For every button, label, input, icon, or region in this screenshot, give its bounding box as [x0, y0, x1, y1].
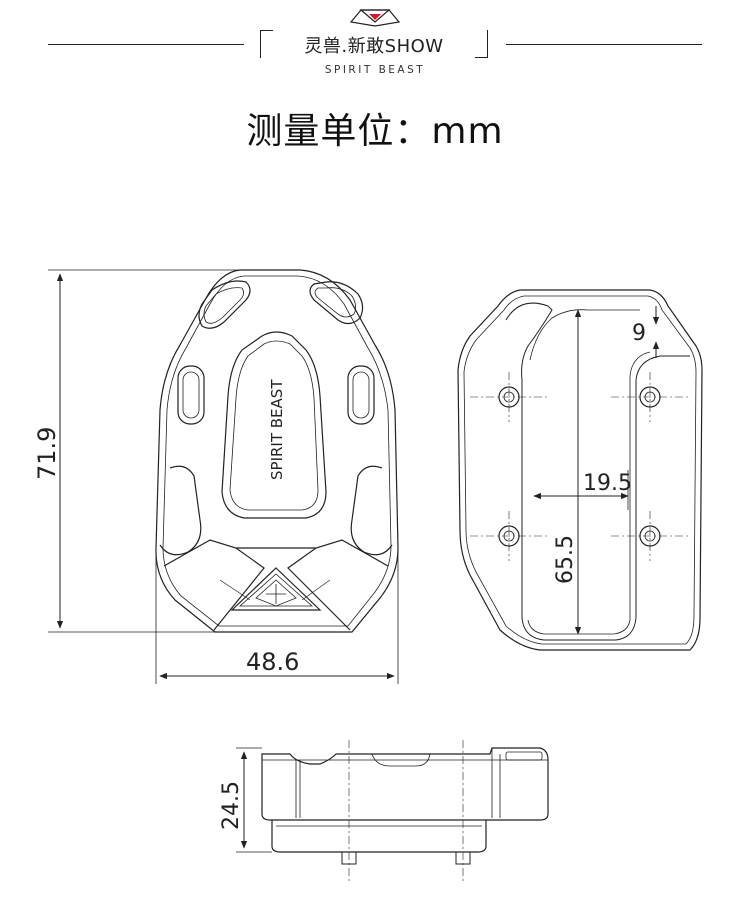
- brand-logo-icon: [349, 9, 401, 27]
- side-view: [261, 740, 549, 884]
- front-height-value: 71.9: [33, 427, 61, 480]
- header-rule-right: [506, 44, 702, 45]
- page-title: 测量单位：mm: [246, 111, 504, 152]
- header: 灵兽.新敢SHOW SPIRIT BEAST: [0, 0, 750, 90]
- side-height-dimension: [236, 747, 272, 853]
- back-view: [457, 289, 703, 651]
- back-slot-value: 65.5: [553, 535, 578, 584]
- side-height-value: 24.5: [219, 781, 244, 830]
- back-top-value: 9: [632, 321, 646, 346]
- brand-name: 灵兽.新敢SHOW: [304, 36, 444, 57]
- emboss-text: SPIRIT BEAST: [268, 379, 286, 480]
- front-view: [155, 269, 399, 633]
- back-spacing-value: 19.5: [583, 471, 632, 496]
- front-height-dimension: [48, 269, 240, 633]
- front-width-value: 48.6: [246, 648, 299, 676]
- brand-frame: 灵兽.新敢SHOW: [260, 30, 488, 58]
- brand-subtitle: SPIRIT BEAST: [324, 64, 426, 76]
- front-width-dimension: [155, 550, 399, 684]
- mounting-holes: [470, 372, 690, 561]
- header-rule-left: [48, 44, 244, 45]
